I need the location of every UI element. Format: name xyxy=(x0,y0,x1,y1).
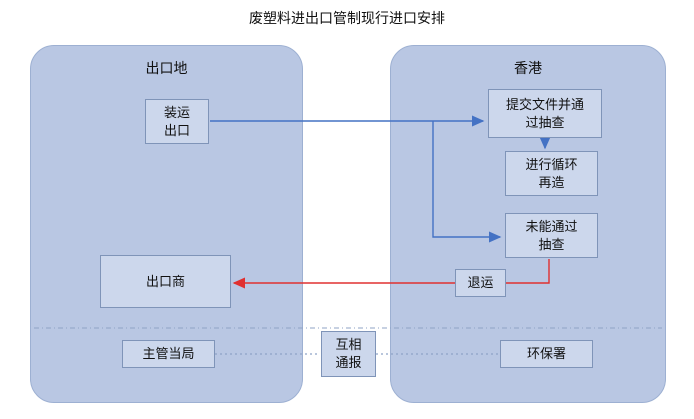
node-ship-export: 装运 出口 xyxy=(145,99,209,144)
node-submit-docs-pass-check: 提交文件并通 过抽查 xyxy=(488,89,602,138)
region-hong-kong-label: 香港 xyxy=(514,60,542,76)
node-recycle: 进行循环 再造 xyxy=(505,151,598,196)
arrow-branch-to-fail-check xyxy=(432,121,502,243)
node-ship-export-label: 装运 出口 xyxy=(163,104,190,138)
node-exporter: 出口商 xyxy=(100,255,231,308)
node-return-shipment-label: 退运 xyxy=(467,275,494,291)
node-epd: 环保署 xyxy=(500,340,593,368)
node-recycle-label: 进行循环 再造 xyxy=(525,156,578,190)
node-mutual-notification-label: 互相 通报 xyxy=(335,337,362,370)
node-return-shipment: 退运 xyxy=(455,269,506,297)
node-mutual-notification: 互相 通报 xyxy=(321,331,376,377)
node-fail-check-label: 未能通过 抽查 xyxy=(525,218,578,252)
node-epd-label: 环保署 xyxy=(526,346,566,362)
node-competent-authority-label: 主管当局 xyxy=(142,346,195,362)
node-exporter-label: 出口商 xyxy=(145,273,185,289)
region-export-place-label: 出口地 xyxy=(145,60,188,76)
node-fail-check: 未能通过 抽查 xyxy=(505,213,598,258)
diagram-title: 废塑料进出口管制现行进口安排 xyxy=(249,10,445,26)
arrow-fail-to-return xyxy=(506,259,550,284)
node-competent-authority: 主管当局 xyxy=(122,340,215,368)
node-submit-docs-pass-check-label: 提交文件并通 过抽查 xyxy=(505,96,584,130)
